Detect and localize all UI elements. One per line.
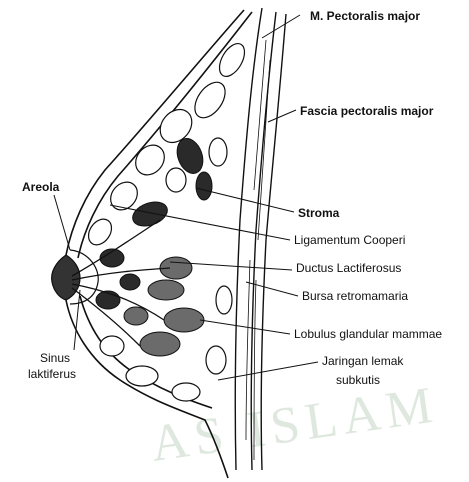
leader-stroma bbox=[196, 188, 294, 212]
fat-lobule bbox=[172, 383, 200, 401]
label-areola: Areola bbox=[22, 180, 60, 194]
fat-lobule bbox=[84, 215, 116, 249]
nipple-shape bbox=[52, 255, 80, 300]
leader-fascia bbox=[268, 110, 296, 122]
lower-lobule bbox=[164, 308, 204, 332]
lower-lobule bbox=[124, 307, 148, 325]
fat-lobule bbox=[216, 286, 232, 314]
fat-lobule bbox=[214, 39, 249, 80]
label-lobulus-glandular-mammae: Lobulus glandular mammae bbox=[294, 327, 442, 341]
fat-lobules bbox=[84, 39, 250, 249]
label-ligamentum-cooperi: Ligamentum Cooperi bbox=[294, 233, 405, 247]
lower-lobule bbox=[140, 332, 180, 356]
gland-lobule bbox=[129, 198, 170, 231]
gland-lobule bbox=[120, 274, 140, 290]
label-ductus-lactiferosus: Ductus Lactiferosus bbox=[296, 261, 401, 275]
label-m-pectoralis-major: M. Pectoralis major bbox=[310, 9, 420, 23]
leader-sinus bbox=[74, 290, 80, 350]
fat-lobule bbox=[130, 139, 170, 180]
muscle-fiber-1 bbox=[254, 40, 266, 190]
leader-areola bbox=[54, 195, 70, 250]
label-stroma: Stroma bbox=[298, 206, 340, 220]
leader-lobulus bbox=[200, 320, 290, 334]
fat-lobule bbox=[166, 168, 186, 192]
label-jaringan-line1: Jaringan lemak bbox=[322, 354, 404, 368]
label-bursa-retromamaria: Bursa retromamaria bbox=[302, 289, 408, 303]
lower-lobule bbox=[148, 280, 184, 300]
label-fascia-pectoralis-major: Fascia pectoralis major bbox=[300, 104, 434, 118]
leader-m-pectoralis bbox=[262, 15, 300, 38]
leader-jaringan bbox=[218, 362, 318, 380]
fat-lobule bbox=[206, 346, 226, 374]
label-sinus-line2: laktiferus bbox=[28, 367, 76, 381]
fat-lobule bbox=[126, 366, 158, 386]
duct bbox=[72, 220, 160, 276]
fat-lobule bbox=[209, 138, 227, 166]
label-sinus-line1: Sinus bbox=[40, 351, 70, 365]
gland-lobule bbox=[196, 172, 212, 200]
label-jaringan-line2: subkutis bbox=[336, 373, 380, 387]
nipple-areola bbox=[52, 250, 99, 304]
fat-lobule bbox=[100, 336, 124, 356]
